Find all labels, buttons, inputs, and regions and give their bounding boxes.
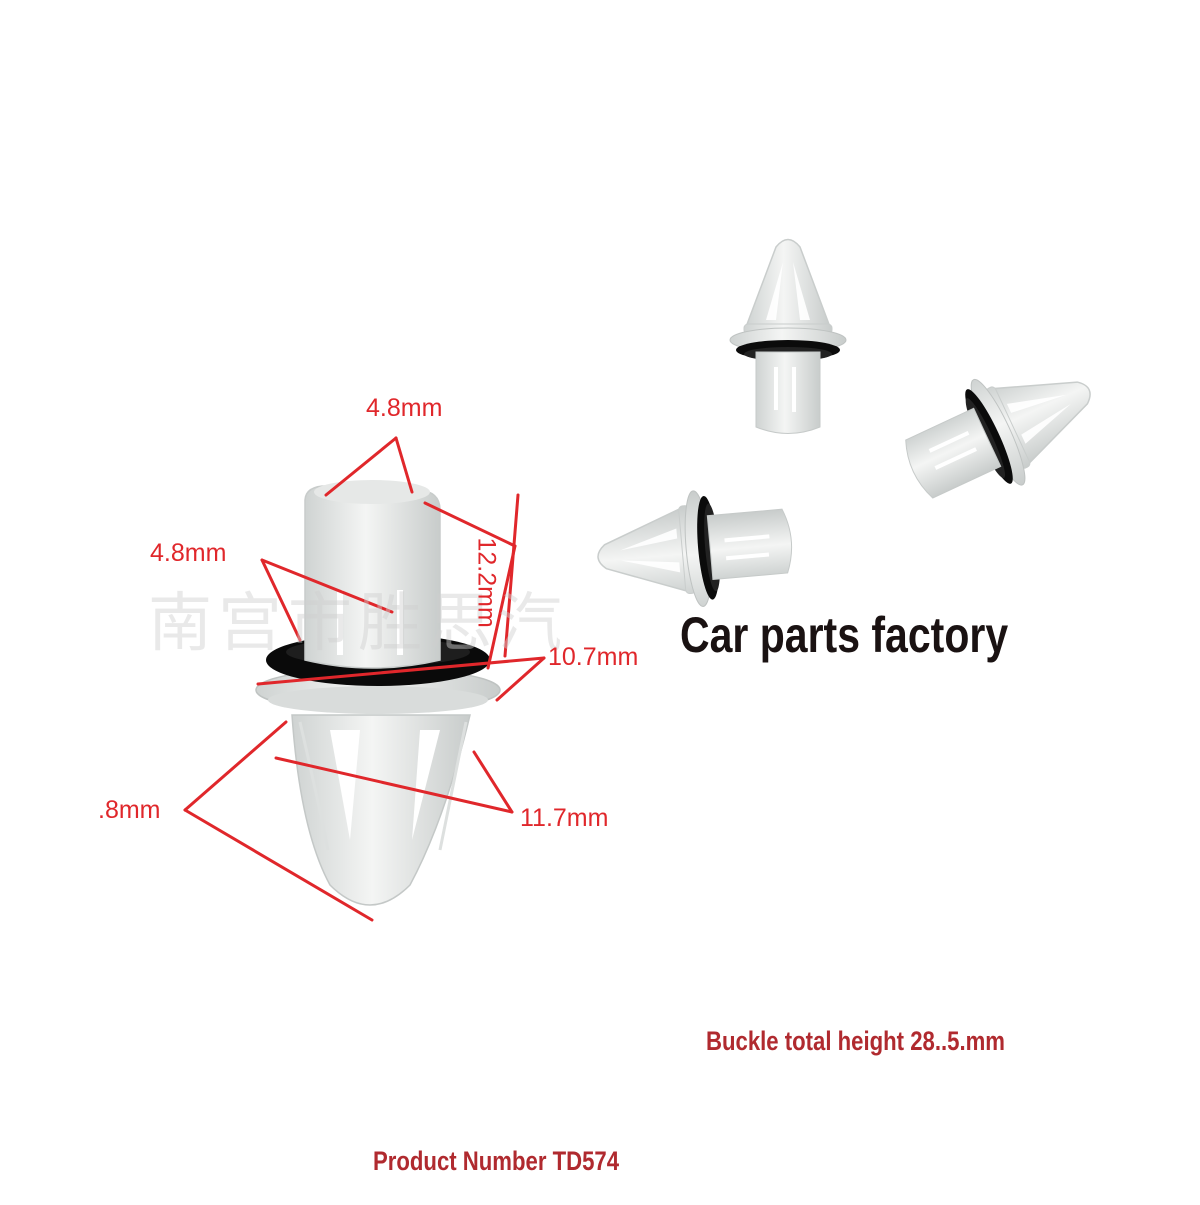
watermark-text: 南宫市胜思汽 xyxy=(148,587,568,661)
page-heading: Car parts factory xyxy=(680,607,1009,663)
dimension-top-width: 4.8mm xyxy=(366,394,443,422)
dimension-flange-width: 10.7mm xyxy=(548,643,639,671)
total-height-caption: Buckle total height 28..5.mm xyxy=(706,1026,1005,1056)
small-clip-right xyxy=(886,335,1116,527)
dimension-leg-thickness: .8mm xyxy=(98,796,161,824)
dimension-shank-width: 4.8mm xyxy=(150,539,227,567)
main-clip xyxy=(255,480,501,906)
dimension-shank-height: 12.2mm xyxy=(472,537,501,628)
dimension-leg-width: 11.7mm xyxy=(520,804,609,832)
dimension-lines xyxy=(183,436,546,922)
product-number-caption: Product Number TD574 xyxy=(373,1146,620,1176)
small-clip-left xyxy=(590,480,799,618)
small-clip-upright xyxy=(728,237,848,436)
